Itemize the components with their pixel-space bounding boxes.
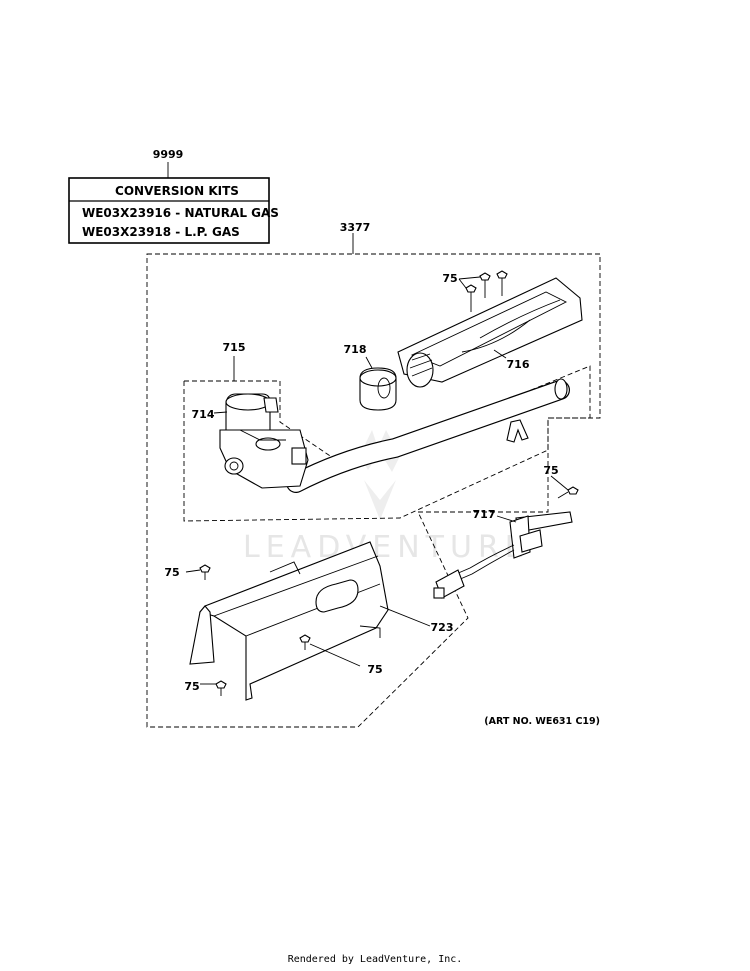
callout-3377: 3377 — [340, 221, 371, 234]
assembly-outline — [146, 253, 601, 728]
callout-75-igniter: 75 — [543, 464, 558, 477]
callout-715: 715 — [223, 341, 246, 354]
mounting-bracket — [189, 541, 389, 701]
igniter — [433, 511, 573, 599]
gas-valve — [219, 393, 309, 489]
callout-75-bracket-top: 75 — [164, 566, 179, 579]
gas-pipe — [286, 378, 570, 493]
callout-718: 718 — [344, 343, 367, 356]
art-number: (ART NO. WE631 C19) — [484, 716, 600, 727]
igniter-screw — [550, 475, 579, 499]
callout-75-bracket-mid: 75 — [367, 663, 382, 676]
callout-75-bracket-bottom: 75 — [184, 680, 199, 693]
callout-723: 723 — [431, 621, 454, 634]
callout-716: 716 — [507, 358, 530, 371]
kit-row-natural-gas: WE03X23916 - NATURAL GAS — [82, 206, 279, 220]
burner-tube — [397, 277, 583, 388]
kit-row-lp-gas: WE03X23918 - L.P. GAS — [82, 225, 240, 239]
conversion-kit-box — [68, 162, 270, 244]
kit-callout-9999: 9999 — [153, 148, 184, 161]
watermark-text: LEADVENTURE — [243, 530, 530, 565]
conversion-kits-title: CONVERSION KITS — [115, 184, 239, 198]
valve-group-outline — [183, 365, 591, 522]
footer-credit: Rendered by LeadVenture, Inc. — [287, 954, 463, 965]
burner-screws — [458, 270, 508, 312]
callout-717: 717 — [473, 508, 496, 521]
callout-75-burner: 75 — [442, 272, 457, 285]
bracket-screws — [185, 564, 361, 696]
orifice-part — [359, 367, 397, 411]
callout-714: 714 — [192, 408, 215, 421]
